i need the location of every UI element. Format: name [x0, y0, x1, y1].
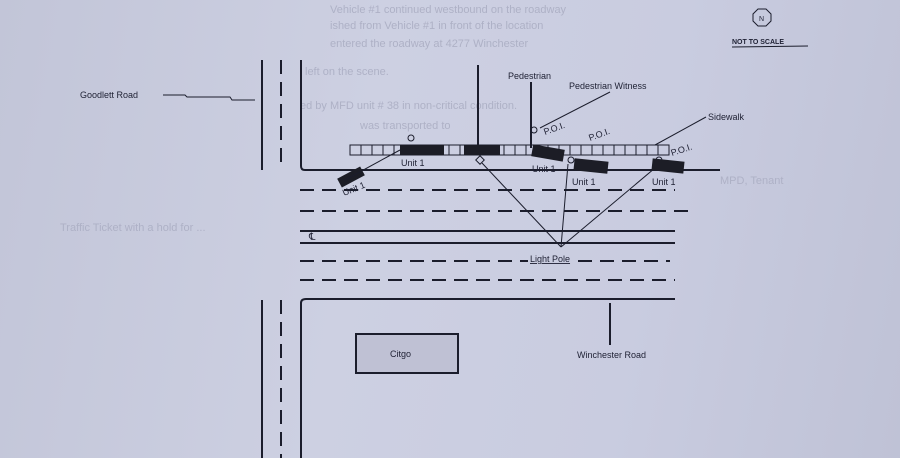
sidewalk-leader — [654, 116, 707, 146]
sidewalk-cell — [382, 144, 395, 156]
citgo-building — [355, 333, 459, 374]
sidewalk-cell — [613, 144, 626, 156]
background-text-line: ished from Vehicle #1 in front of the lo… — [330, 20, 544, 32]
background-text-line: MPD, Tenant — [720, 175, 784, 187]
poi-label: P.O.I. — [542, 120, 566, 137]
goodlett-road-label: Goodlett Road — [80, 90, 138, 100]
unit-label: Unit 1 — [652, 177, 676, 187]
pedestrian-label: Pedestrian — [508, 71, 551, 81]
sidewalk-cell — [591, 144, 604, 156]
sidewalk-cell — [503, 144, 516, 156]
scale-underline — [731, 45, 809, 48]
light-pole-icon — [475, 155, 485, 165]
pedestrian-witness-label: Pedestrian Witness — [569, 81, 647, 91]
sidewalk-label: Sidewalk — [708, 112, 745, 122]
background-text-line: left on the scene. — [305, 66, 389, 78]
sidewalk-cell — [624, 144, 637, 156]
sidewalk-cell — [371, 144, 384, 156]
sidewalk-cell — [360, 144, 373, 156]
centerline-symbol: ℄ — [308, 232, 316, 243]
background-text-line: ed by MFD unit # 38 in non-critical cond… — [300, 100, 518, 112]
unit-label: Unit 1 — [532, 164, 556, 174]
background-text-line: entered the roadway at 4277 Winchester — [330, 38, 529, 50]
compass-label: N — [759, 16, 764, 23]
vehicle-positions — [337, 144, 685, 188]
sidewalk — [349, 144, 670, 156]
sidewalk-cell — [646, 144, 659, 156]
sidewalk-cell — [569, 144, 582, 156]
light-pole-leaders — [481, 162, 656, 248]
north-compass-icon: N — [752, 8, 772, 27]
sidewalk-cell — [580, 144, 593, 156]
goodlett-road — [261, 60, 720, 458]
sidewalk-cell — [349, 144, 362, 156]
unit-leader — [344, 149, 401, 181]
background-text-line: was transported to — [360, 120, 451, 132]
unit-label: Unit 1 — [401, 158, 425, 168]
light-pole-label: Light Pole — [530, 254, 570, 264]
unit-label: Unit 1 — [572, 177, 596, 187]
sidewalk-cell — [448, 144, 461, 156]
winchester-road-label: Winchester Road — [577, 350, 646, 360]
background-text-line: Traffic Ticket with a hold for ... — [60, 222, 206, 234]
scale-note: NOT TO SCALE — [732, 39, 784, 46]
citgo-label: Citgo — [390, 349, 411, 359]
poi-label: P.O.I. — [587, 126, 611, 143]
sidewalk-cell — [514, 144, 527, 156]
goodlett-road-leader — [163, 94, 255, 101]
sidewalk-cell — [602, 144, 615, 156]
poi-label: P.O.I. — [670, 142, 694, 158]
sidewalk-cell — [657, 144, 670, 156]
winchester-road-lanes — [300, 189, 690, 281]
pedestrian-witness-leader — [539, 91, 611, 129]
background-text-line: Vehicle #1 continued westbound on the ro… — [330, 4, 567, 16]
sidewalk-cell — [635, 144, 648, 156]
